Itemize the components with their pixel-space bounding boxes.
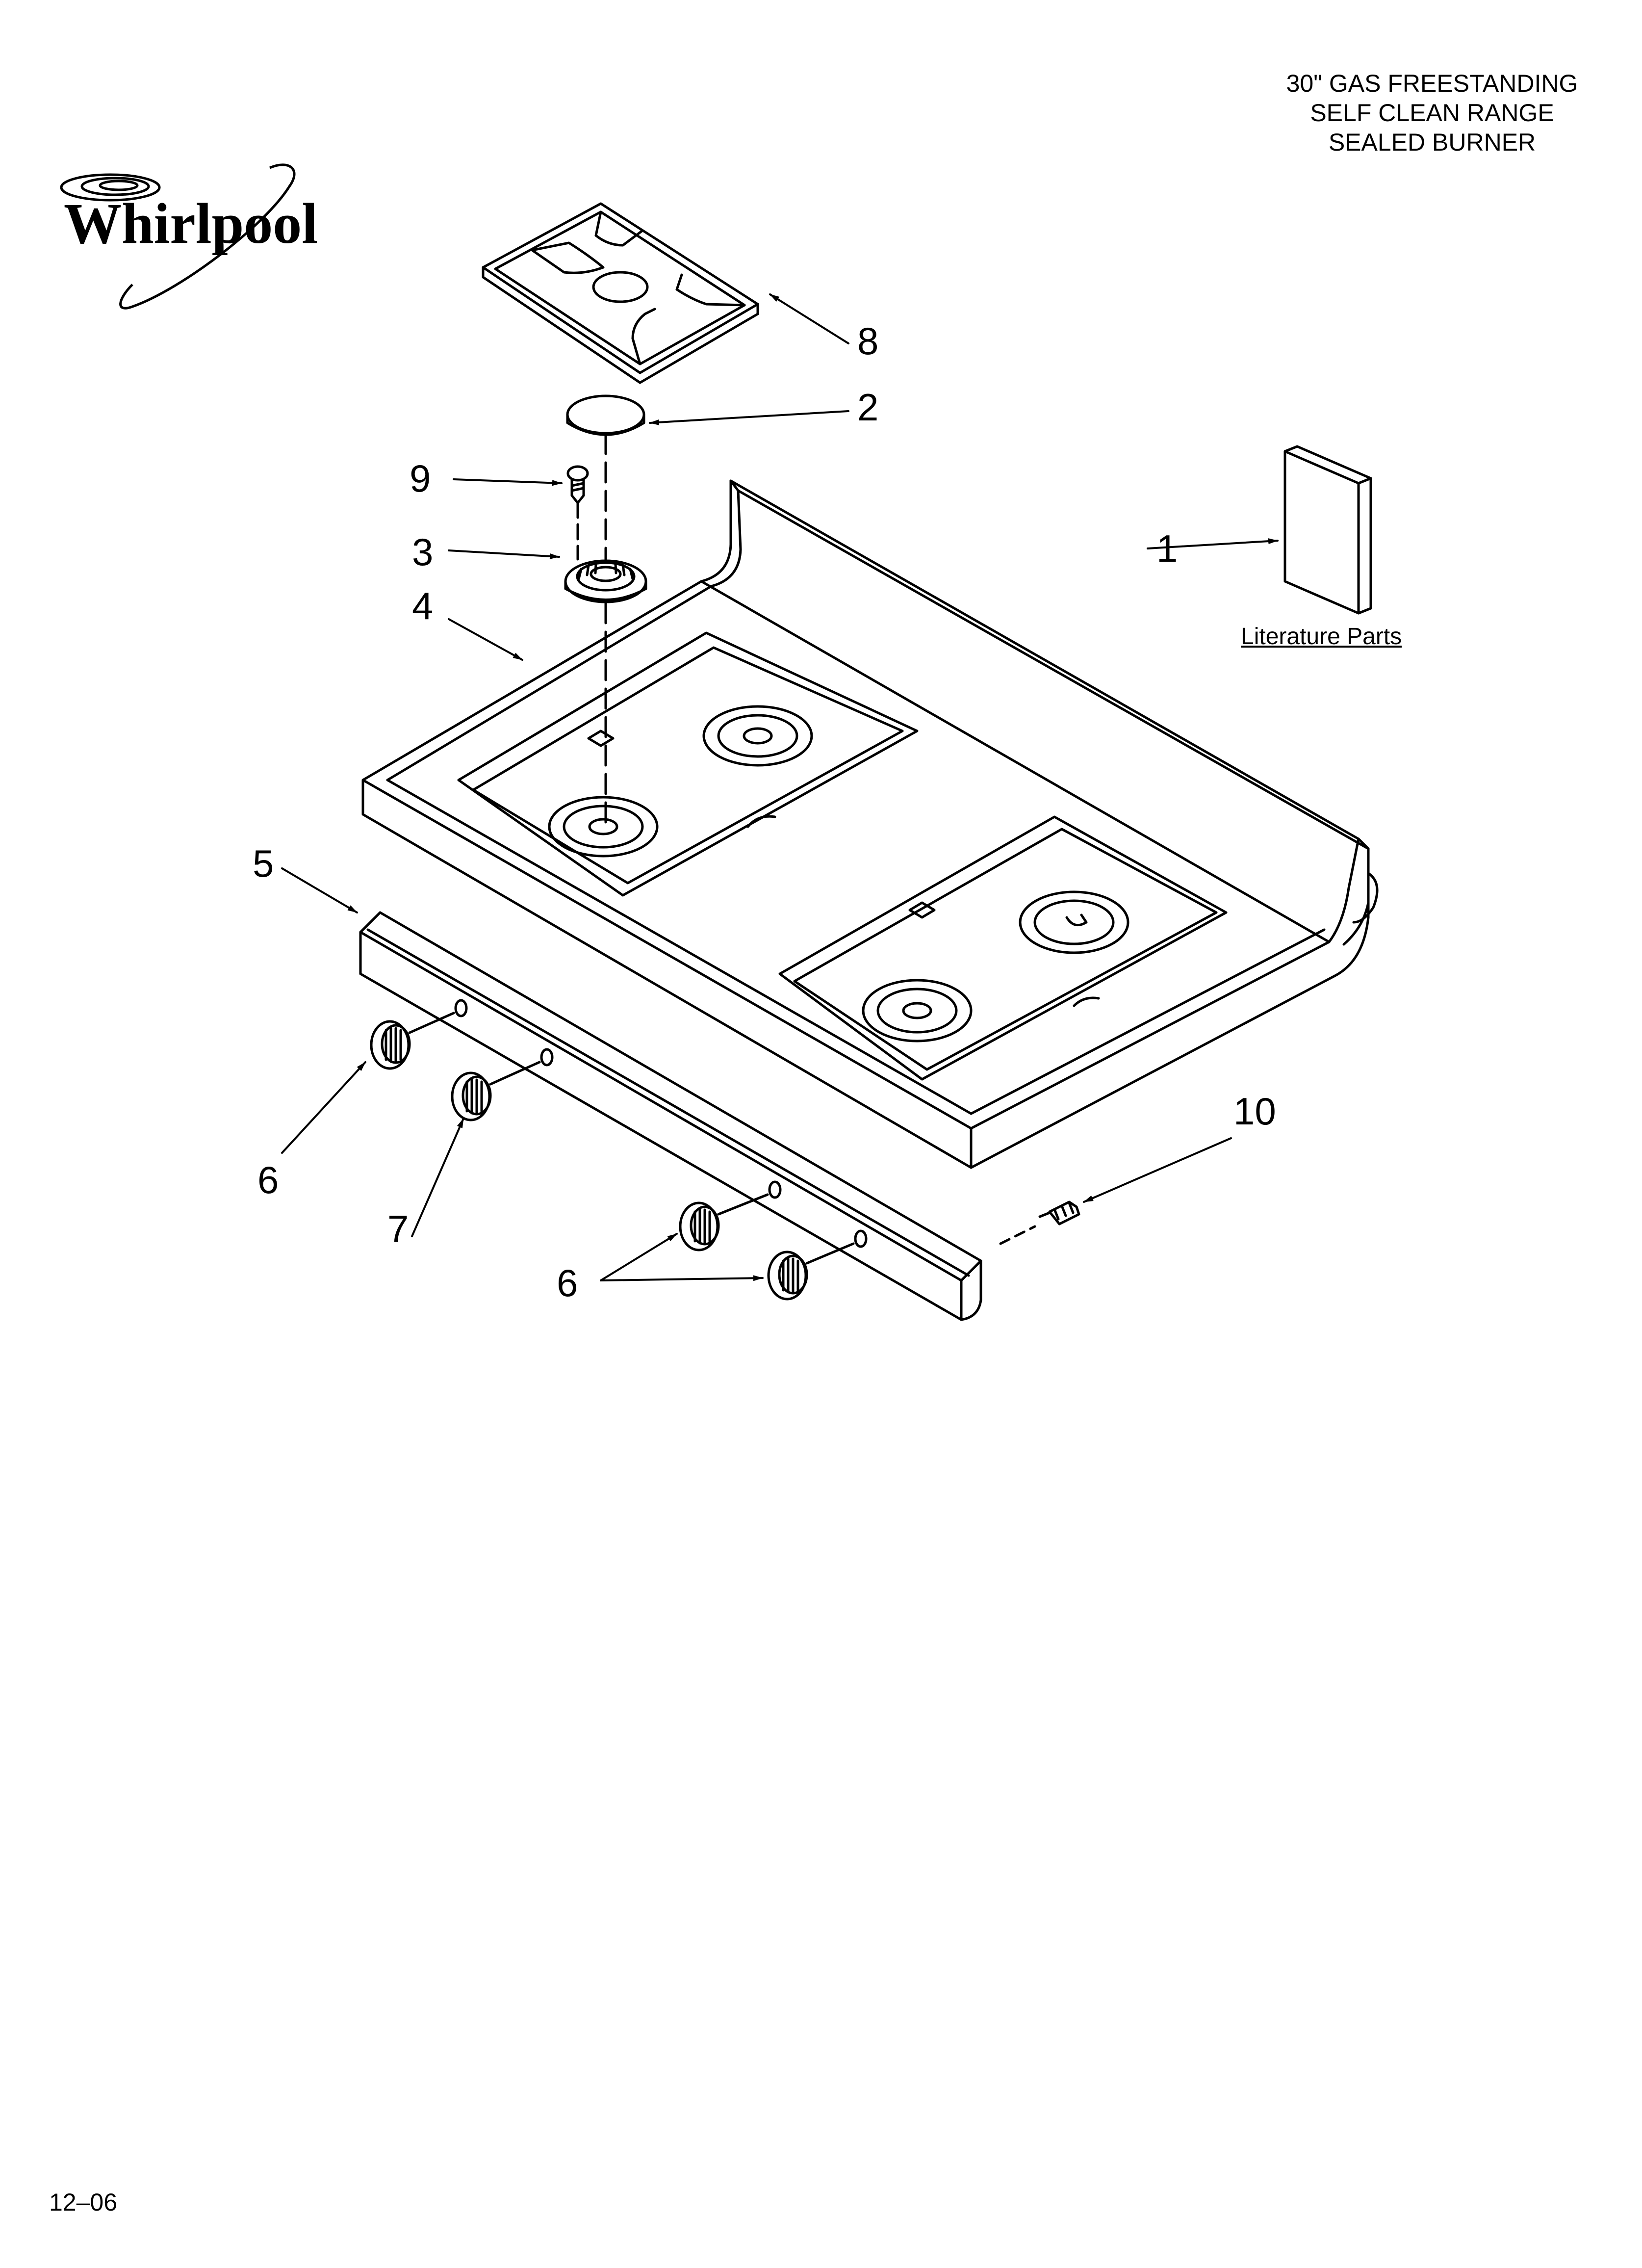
literature-parts-label: Literature Parts	[1241, 624, 1402, 650]
literature-booklet	[1283, 445, 1372, 615]
burner-head	[564, 559, 647, 603]
title-line-3: SEALED BURNER	[1328, 129, 1536, 156]
cooktop-panel	[361, 479, 1379, 1169]
control-knobs	[370, 1012, 855, 1301]
callout-3: 3	[412, 530, 434, 574]
callout-2: 2	[857, 386, 879, 429]
callout-4: 4	[412, 584, 434, 627]
title-line-1: 30" GAS FREESTANDING	[1286, 70, 1578, 97]
callout-5: 5	[253, 842, 274, 885]
leader-arrows	[281, 293, 1279, 1281]
burner-cap	[566, 394, 645, 436]
callout-9: 9	[410, 457, 431, 500]
burner-grate	[482, 202, 759, 384]
title-line-2: SELF CLEAN RANGE	[1310, 99, 1554, 127]
whirlpool-logo: Whirlpool	[60, 163, 318, 310]
callout-10: 10	[1233, 1090, 1276, 1133]
screw-part-10	[1038, 1200, 1080, 1225]
svg-text:Whirlpool: Whirlpool	[64, 191, 318, 256]
control-panel	[359, 911, 982, 1321]
callout-6-left: 6	[257, 1158, 279, 1201]
callout-6-bottom: 6	[557, 1261, 578, 1304]
callout-8: 8	[857, 319, 879, 363]
callout-7: 7	[387, 1207, 409, 1251]
callout-1: 1	[1156, 527, 1178, 570]
title-block: 30" GAS FREESTANDING SELF CLEAN RANGE SE…	[1246, 69, 1618, 157]
document-code: 12–06	[49, 2189, 118, 2216]
screw-part-9	[566, 465, 589, 504]
